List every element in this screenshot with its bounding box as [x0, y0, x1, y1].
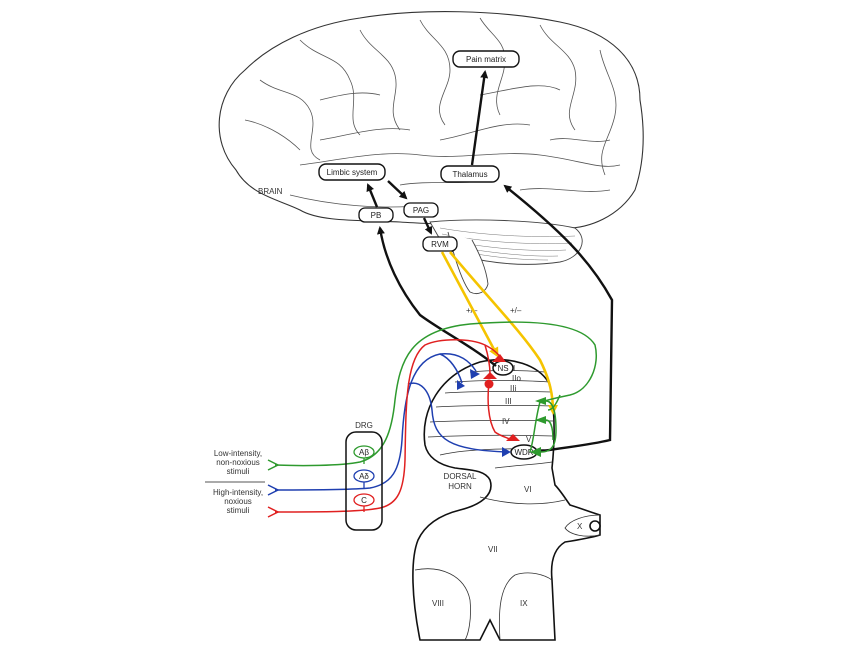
limbic-to-pag-arrow [387, 180, 408, 200]
lamina-viii: VIII [432, 599, 444, 608]
rvm-to-lamina-v-yellow-arrow [449, 251, 558, 415]
lamina-vi: VI [524, 485, 532, 494]
stimulus-receptors [267, 459, 280, 518]
box-rvm: RVM [422, 236, 458, 252]
brainstem [447, 231, 489, 295]
a-delta-terminals [457, 369, 511, 457]
lamina-iii: III [505, 397, 512, 406]
central-canal [589, 520, 601, 532]
wdr-to-thalamus-arrow [503, 184, 614, 454]
box-pb: PB [358, 207, 394, 223]
c-fiber-terminals [483, 354, 520, 441]
blue-terminal-lamina-i [470, 369, 480, 379]
a-delta-receptor [267, 484, 280, 496]
drg-label: DRG [355, 421, 373, 430]
rvm-to-ns-yellow-arrow [440, 251, 499, 358]
high-intensity-label-1: High-intensity, [213, 488, 263, 497]
ns-neuron: NS [492, 360, 514, 376]
thalamus-to-pain-matrix-arrow [470, 70, 489, 166]
rvm-label: RVM [431, 240, 449, 249]
lamina-i: I [513, 364, 515, 373]
c-label: C [361, 496, 367, 505]
blue-terminal-wdr [502, 447, 511, 457]
red-interneuron [484, 379, 494, 389]
stimulus-labels: Low-intensity, non-noxious stimuli High-… [205, 449, 265, 515]
high-intensity-receptor [267, 506, 280, 518]
high-intensity-label-3: stimuli [227, 506, 250, 515]
red-terminal-lamina-v [506, 434, 520, 441]
blue-terminal-lamina-ii [457, 380, 465, 390]
ns-to-pb-arrow [376, 226, 497, 367]
box-limbic-system: Limbic system [318, 163, 386, 181]
pain-matrix-label: Pain matrix [466, 55, 506, 64]
pb-to-limbic-arrow [366, 183, 379, 208]
low-intensity-label-3: stimuli [227, 467, 250, 476]
ns-label: NS [497, 364, 508, 373]
green-terminal-wdr [530, 447, 541, 457]
dorsal-horn-label-1: DORSAL [444, 472, 477, 481]
descending-modulation-pathways [440, 251, 558, 415]
pag-to-rvm-arrow [422, 217, 433, 235]
c-fiber [274, 339, 513, 513]
lamina-iii-inner: IIi [510, 384, 516, 393]
box-pag: PAG [403, 202, 439, 218]
modulation-label-right: +/– [510, 306, 522, 315]
drg: DRG Aβ Aδ C [345, 421, 383, 531]
lamina-vii: VII [488, 545, 498, 554]
brain-label: BRAIN [258, 187, 283, 196]
thalamus-label: Thalamus [452, 170, 487, 179]
low-intensity-label-1: Low-intensity, [214, 449, 262, 458]
brain-arrows [366, 70, 489, 235]
low-intensity-receptor [267, 459, 280, 471]
pb-label: PB [371, 211, 382, 220]
high-intensity-label-2: noxious [224, 497, 252, 506]
green-terminal-iv [535, 416, 546, 424]
lamina-ix: IX [520, 599, 528, 608]
limbic-system-label: Limbic system [327, 168, 378, 177]
lamina-labels: I IIo IIi III IV V VI VII VIII IX X [432, 364, 583, 608]
a-delta-fiber [274, 353, 509, 491]
wdr-label: WDR [514, 448, 533, 457]
spinal-cord-section [412, 358, 601, 641]
box-pain-matrix: Pain matrix [452, 50, 520, 68]
ascending-projections [376, 184, 614, 454]
pag-label: PAG [413, 206, 429, 215]
low-intensity-label-2: non-noxious [216, 458, 260, 467]
a-beta-fiber [274, 321, 597, 467]
a-beta-label: Aβ [359, 448, 369, 457]
a-beta-terminals [530, 397, 557, 457]
lamina-iv: IV [502, 417, 510, 426]
dorsal-horn-label-2: HORN [448, 482, 472, 491]
lamina-x: X [577, 522, 583, 531]
red-terminal-ns [492, 354, 506, 362]
lamina-iio: IIo [512, 374, 521, 383]
box-thalamus: Thalamus [440, 165, 500, 183]
lamina-v: V [526, 435, 532, 444]
green-terminal-iii [535, 397, 546, 405]
red-terminal-lamina-ii [483, 372, 497, 379]
a-delta-label: Aδ [359, 472, 369, 481]
